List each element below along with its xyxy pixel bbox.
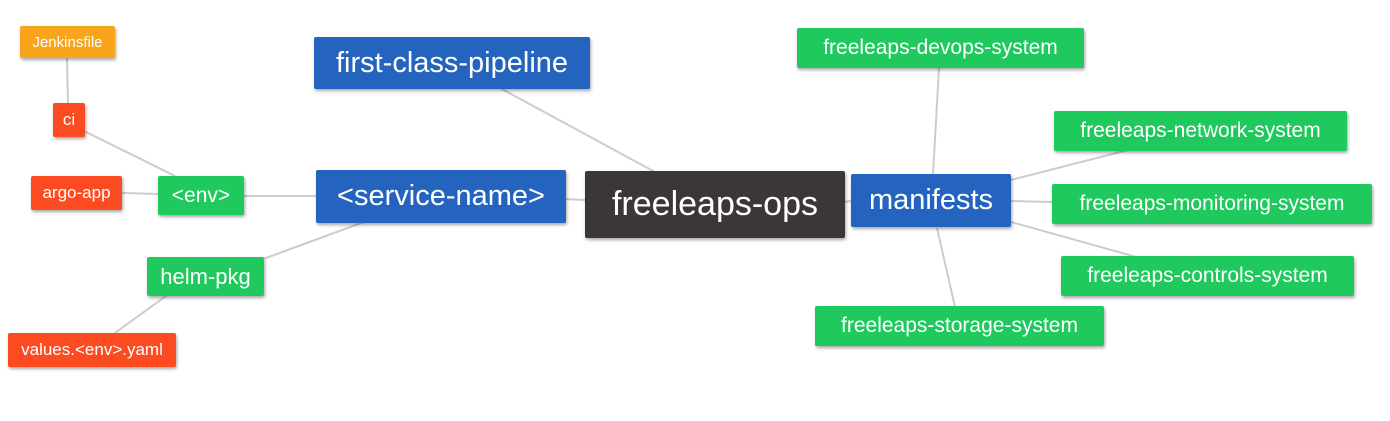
node-ci[interactable]: ci	[53, 103, 85, 137]
edge-manifests-network-system	[1010, 149, 1129, 181]
node-freeleaps-controls-system[interactable]: freeleaps-controls-system	[1061, 256, 1354, 296]
node-first-class-pipeline[interactable]: first-class-pipeline	[314, 37, 590, 89]
node-jenkinsfile[interactable]: Jenkinsfile	[20, 26, 115, 58]
edge-env-argo-app	[121, 192, 160, 195]
root-node-freeleaps-ops[interactable]: freeleaps-ops	[585, 171, 845, 238]
edge-manifests-devops-system	[932, 67, 940, 175]
node-freeleaps-devops-system[interactable]: freeleaps-devops-system	[797, 28, 1084, 68]
edge-manifests-controls-system	[1010, 221, 1141, 259]
edge-root-manifests	[843, 200, 852, 203]
node-manifests[interactable]: manifests	[851, 174, 1011, 227]
node-helm-pkg[interactable]: helm-pkg	[147, 257, 264, 296]
edge-root-first-class-pipeline	[499, 87, 656, 173]
edge-manifests-storage-system	[936, 227, 956, 308]
node-env[interactable]: <env>	[158, 176, 244, 215]
edge-helm-pkg-values-yaml	[114, 295, 167, 334]
edge-service-name-helm-pkg	[254, 221, 365, 263]
edge-root-service-name	[563, 198, 587, 201]
node-freeleaps-storage-system[interactable]: freeleaps-storage-system	[815, 306, 1104, 346]
edge-manifests-monitoring-system	[1010, 200, 1054, 203]
edge-ci-jenkinsfile	[66, 57, 69, 105]
node-argo-app[interactable]: argo-app	[31, 176, 122, 210]
edge-env-ci	[83, 130, 176, 177]
node-freeleaps-network-system[interactable]: freeleaps-network-system	[1054, 111, 1347, 151]
node-values-env-yaml[interactable]: values.<env>.yaml	[8, 333, 176, 367]
node-freeleaps-monitoring-system[interactable]: freeleaps-monitoring-system	[1052, 184, 1372, 224]
node-service-name[interactable]: <service-name>	[316, 170, 566, 223]
